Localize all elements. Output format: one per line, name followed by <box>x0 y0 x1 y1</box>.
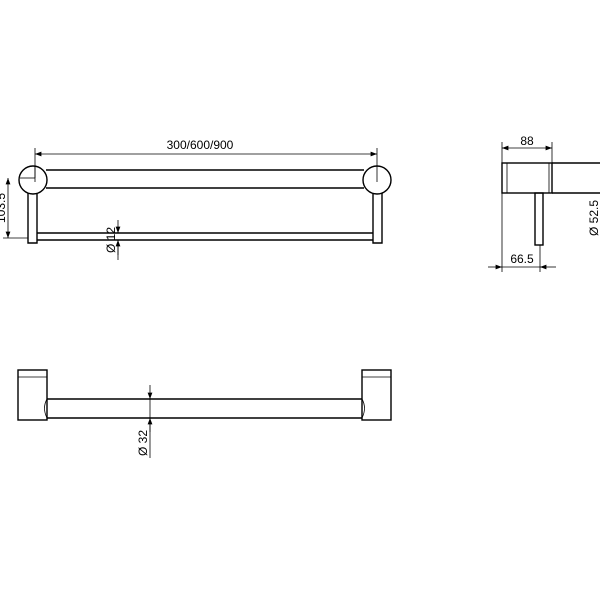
projection-label: 88 <box>520 134 534 148</box>
side-bracket <box>501 162 553 194</box>
side-post <box>534 192 544 246</box>
right-bracket-circle <box>362 165 392 195</box>
top-view: 300/600/900 103.5 Ø 12 <box>0 138 392 260</box>
bar-diameter-label: Ø 32 <box>136 430 150 456</box>
length-label: 300/600/900 <box>167 138 234 152</box>
height-label: 103.5 <box>0 193 8 223</box>
left-bracket-circle <box>18 165 48 195</box>
left-post <box>27 193 38 244</box>
right-post <box>372 193 383 244</box>
right-front-bracket <box>361 369 392 421</box>
rod-diameter-label: Ø 12 <box>104 227 118 253</box>
wall-plate-diameter-label: Ø 52.5 <box>587 200 600 236</box>
left-front-bracket <box>17 369 48 421</box>
post-offset-label: 66.5 <box>510 252 534 266</box>
front-view: Ø 32 <box>17 369 392 458</box>
side-view: 88 66.5 Ø 52.5 <box>488 134 600 272</box>
